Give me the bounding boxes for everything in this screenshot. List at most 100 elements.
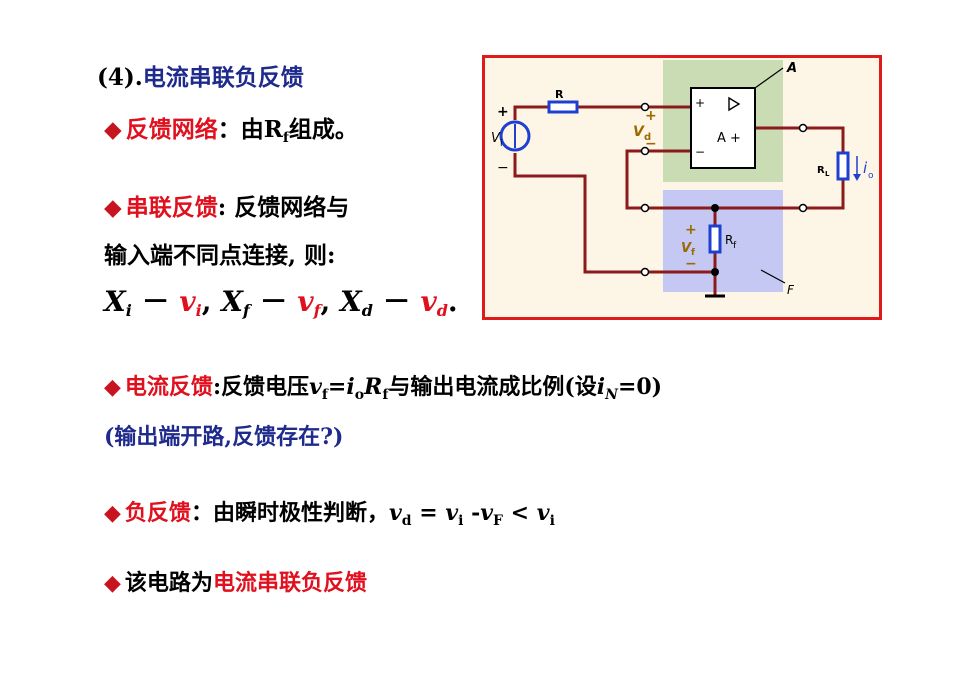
separator: ： <box>217 116 241 143</box>
terminals <box>640 102 808 277</box>
label-RL-sub: L <box>825 170 830 178</box>
pointer-A <box>754 67 784 89</box>
label-Vd-sub: d <box>644 132 651 143</box>
text: 由瞬时极性判断， <box>212 500 389 526</box>
operator: < <box>503 500 537 526</box>
line-input-connection: 输入端不同点连接, 则: <box>104 236 336 270</box>
vd-minus: − <box>645 136 657 152</box>
operator: = <box>327 374 347 400</box>
line-current-feedback: ◆电流反馈:反馈电压vf=ioRf与输出电流成比例(设iN=0) <box>104 369 662 403</box>
pointer-F <box>760 269 786 284</box>
var: v <box>388 500 402 526</box>
var: i <box>596 374 606 400</box>
opamp-minus: − <box>695 145 705 159</box>
operator: - <box>463 500 481 526</box>
key-series-feedback: 串联反馈 <box>125 194 218 221</box>
label-Vi: V <box>491 131 501 146</box>
subscript: f <box>282 130 289 146</box>
vf-minus: − <box>685 256 697 272</box>
subscript: i <box>549 513 555 529</box>
resistor-RL-icon <box>836 151 850 181</box>
var: v <box>179 285 196 318</box>
var: v <box>309 374 322 400</box>
var: R <box>364 374 383 400</box>
opamp-triangle-icon <box>728 96 741 112</box>
text: =0) <box>617 374 663 400</box>
opamp-icon <box>690 87 756 169</box>
var: v <box>445 500 459 526</box>
source-minus: − <box>497 160 509 176</box>
subscript: i <box>125 301 132 320</box>
label-Vf: V <box>681 241 692 256</box>
junction-dot <box>711 268 719 276</box>
text: (输出端开路,反馈存在?) <box>104 424 344 450</box>
heading-title: 电流串联负反馈 <box>142 64 304 91</box>
text: : 反馈网络与 <box>217 194 350 221</box>
label-Vf-sub: f <box>691 248 695 258</box>
subscript: d <box>401 513 412 529</box>
var: X <box>221 285 243 318</box>
key-feedback-network: 反馈网络 <box>125 116 218 143</box>
label-Vi-sub: i <box>500 139 503 149</box>
separator: ： <box>190 500 213 526</box>
text: 该电路为 <box>124 570 213 596</box>
label-F: F <box>787 283 795 297</box>
source-plus: + <box>497 104 509 120</box>
diamond-bullet-icon: ◆ <box>104 116 122 143</box>
opamp-plus: + <box>695 96 705 110</box>
subscript: f <box>382 387 389 403</box>
subscript: o <box>354 387 365 403</box>
diamond-bullet-icon: ◆ <box>104 500 121 526</box>
operator: － <box>259 285 288 318</box>
diamond-bullet-icon: ◆ <box>104 194 122 221</box>
label-io-sub: o <box>868 171 874 181</box>
line-conclusion: ◆该电路为电流串联负反馈 <box>104 565 367 597</box>
text: 由R <box>240 116 283 143</box>
label-A-plus: A + <box>717 131 741 146</box>
var: X <box>340 285 362 318</box>
diamond-bullet-icon: ◆ <box>104 374 121 400</box>
heading: (4).电流串联负反馈 <box>97 58 304 92</box>
var: v <box>420 285 437 318</box>
comma: , <box>201 285 212 318</box>
subscript: f <box>242 301 250 320</box>
label-Rf: R <box>725 233 733 247</box>
subscript: i <box>458 513 464 529</box>
line-series-feedback: ◆串联反馈: 反馈网络与 <box>104 188 349 222</box>
line-negative-feedback: ◆负反馈：由瞬时极性判断，vd = vi -vF < vi <box>104 495 555 529</box>
label-Vd: V <box>633 124 645 140</box>
text: 输入端不同点连接, 则: <box>104 242 336 269</box>
label-Rf-sub: f <box>733 241 737 251</box>
vf-plus: + <box>685 222 697 238</box>
subscript: d <box>436 301 448 320</box>
comma: , <box>320 285 331 318</box>
formula-series: Xi － vi, Xf － vf, Xd － vd. <box>104 280 458 320</box>
text: 与输出电流成比例(设 <box>388 374 597 400</box>
line-output-question: (输出端开路,反馈存在?) <box>104 419 343 451</box>
heading-number: (4). <box>97 64 143 91</box>
subscript: f <box>321 387 328 403</box>
var: v <box>480 500 494 526</box>
circuit-svg: R A A + + − + − + − V d V i R L i o + − … <box>491 60 874 298</box>
key-negative-feedback: 负反馈 <box>124 500 191 526</box>
label-A: A <box>786 61 797 76</box>
subscript: d <box>361 301 373 320</box>
circuit-diagram: R A A + + − + − + − V d V i R L i o + − … <box>482 55 882 320</box>
resistor-Rf-icon <box>708 224 722 254</box>
operator: － <box>382 285 411 318</box>
diamond-bullet-icon: ◆ <box>104 570 121 596</box>
text: 组成。 <box>288 116 358 143</box>
var: v <box>297 285 314 318</box>
subscript: F <box>493 513 503 529</box>
subscript: N <box>605 387 618 403</box>
vd-plus: + <box>645 108 657 124</box>
subscript: f <box>313 301 321 320</box>
var: i <box>346 374 355 400</box>
key-current-feedback: 电流反馈 <box>124 374 213 400</box>
label-io: i <box>863 159 868 177</box>
key-conclusion: 电流串联负反馈 <box>212 570 367 596</box>
var: X <box>104 285 126 318</box>
operator: － <box>141 285 170 318</box>
label-R: R <box>555 88 564 101</box>
text: :反馈电压 <box>212 374 310 400</box>
